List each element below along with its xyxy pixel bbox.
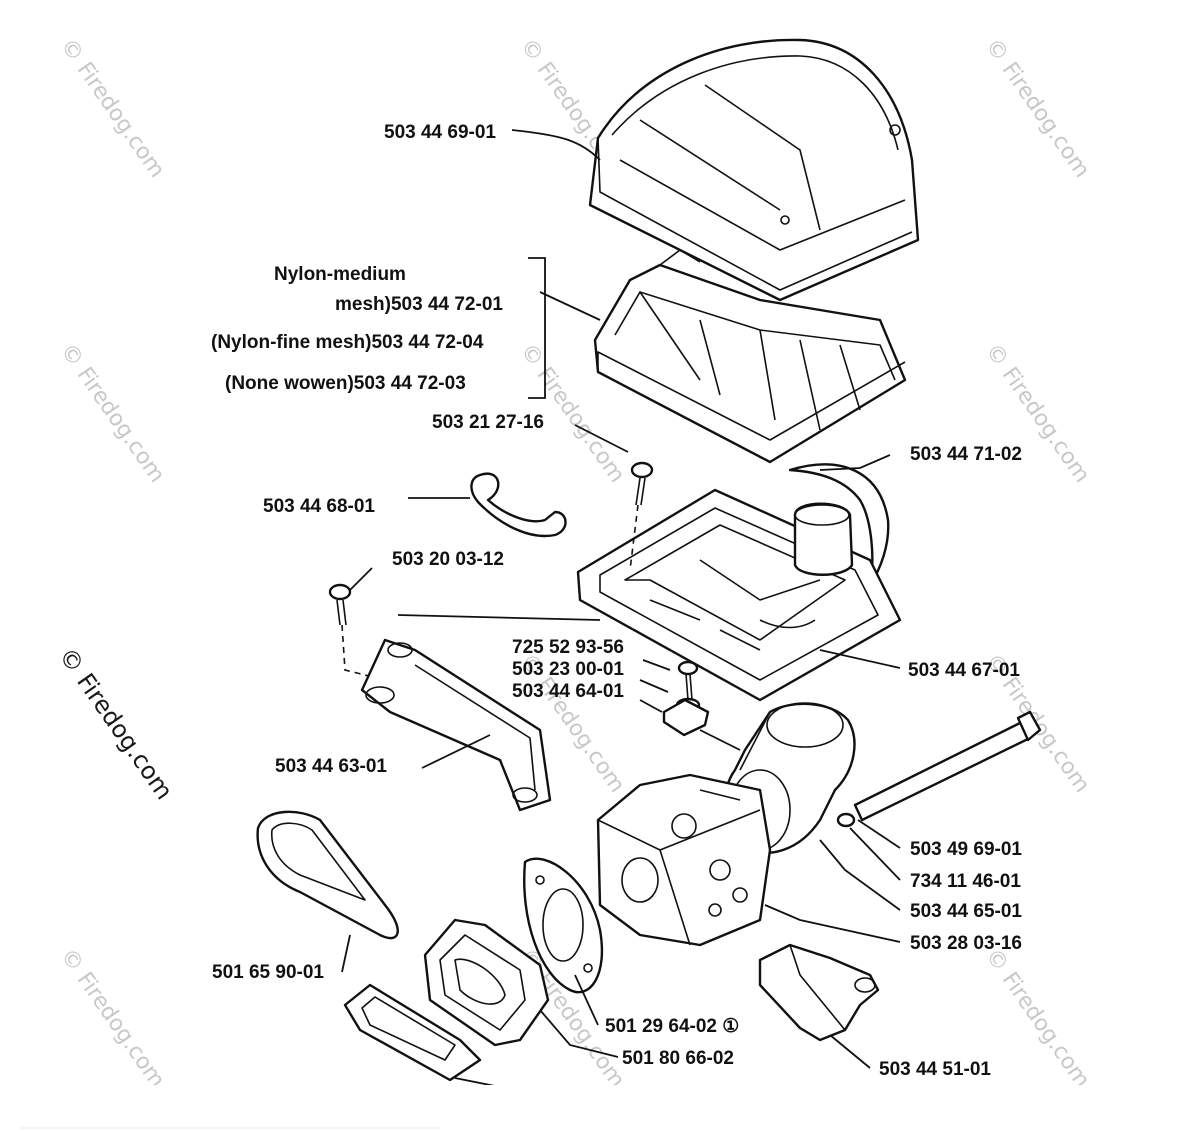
label-clamp: 503 44 68-01 (263, 496, 375, 517)
label-carb-gasket: 501 29 64-02 ① (605, 1016, 739, 1037)
crop-mask (0, 1085, 1180, 1132)
watermark-11: © Firedog.com (980, 944, 1094, 1092)
intake-boot (256, 810, 399, 940)
screw-a (629, 461, 654, 571)
watermark-9: © Firedog.com (55, 944, 169, 1092)
screw-washer-nut-stack (662, 660, 741, 751)
label-filter-none-woven: (None wowen)503 44 72-03 (225, 373, 466, 394)
label-screw-c: 725 52 93-56 (512, 637, 624, 658)
long-bolt (836, 710, 1042, 828)
carburetor (596, 773, 772, 947)
label-seal-strip: 503 44 71-02 (910, 444, 1022, 465)
label-nut: 503 44 64-01 (512, 681, 624, 702)
choke-lever (758, 943, 880, 1042)
clamp (470, 472, 567, 538)
watermark-4: © Firedog.com (55, 339, 169, 487)
bracket (360, 614, 601, 812)
watermark-6: © Firedog.com (980, 339, 1094, 487)
filter-base (576, 488, 902, 702)
label-filter-nylon-medium-1: Nylon-medium (274, 264, 406, 285)
bottom-gasket (343, 983, 482, 1082)
watermark-1: © Firedog.com (55, 34, 169, 182)
label-filter-nylon-fine: (Nylon-fine mesh)503 44 72-04 (211, 332, 484, 353)
label-screw-b: 503 20 03-12 (392, 549, 504, 570)
carb-gasket (523, 857, 604, 994)
label-air-filter-cover: 503 44 69-01 (384, 122, 496, 143)
air-filter-cover (588, 38, 920, 302)
intake-adapter (423, 918, 550, 1047)
label-long-bolt: 503 49 69-01 (910, 839, 1022, 860)
part-labels: 503 44 69-01 Nylon-medium mesh)503 44 72… (211, 122, 1022, 1080)
label-intake-elbow: 503 44 65-01 (910, 901, 1022, 922)
screw-b (328, 583, 386, 681)
watermark-3: © Firedog.com (980, 34, 1094, 182)
label-small-washer: 734 11 46-01 (910, 871, 1021, 892)
side-watermark: © Firedog.com (53, 642, 178, 804)
label-filter-nylon-medium-2: mesh)503 44 72-01 (335, 294, 503, 315)
label-choke-lever: 503 44 51-01 (879, 1059, 991, 1080)
filter-element (593, 249, 907, 464)
label-filter-base: 503 44 67-01 (908, 660, 1020, 681)
label-intake-boot: 501 65 90-01 (212, 962, 324, 983)
label-carburetor: 503 28 03-16 (910, 933, 1022, 954)
label-washer: 503 23 00-01 (512, 659, 624, 680)
label-screw-a: 503 21 27-16 (432, 412, 544, 433)
label-bracket: 503 44 63-01 (275, 756, 387, 777)
label-intake-adapter: 501 80 66-02 (622, 1048, 734, 1069)
